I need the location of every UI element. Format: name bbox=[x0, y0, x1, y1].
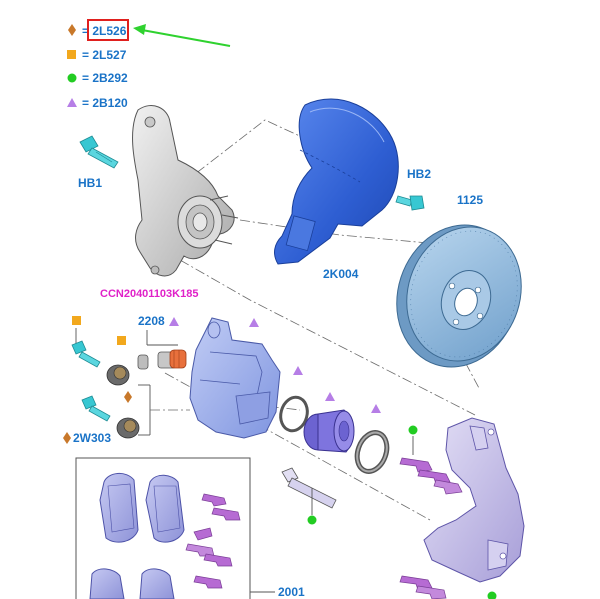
pad-clips bbox=[185, 493, 241, 589]
caliper-bolt-upper bbox=[71, 340, 101, 368]
pad-kit-box bbox=[75, 457, 275, 599]
legend-code[interactable]: = 2B120 bbox=[82, 96, 128, 110]
triangle-icon bbox=[371, 404, 381, 413]
brake-rotor bbox=[396, 224, 522, 368]
caliper-bolt-lower bbox=[81, 395, 111, 422]
rotor-label[interactable]: 1125 bbox=[457, 193, 483, 207]
bolt-kit-label[interactable]: 2W303 bbox=[73, 431, 111, 445]
square-icon bbox=[67, 50, 76, 59]
circle-icon bbox=[487, 591, 497, 599]
brake-pad-4 bbox=[139, 568, 175, 599]
hb2-label[interactable]: HB2 bbox=[407, 167, 431, 181]
legend-code[interactable]: = 2L526 bbox=[82, 24, 127, 38]
triangle-icon bbox=[67, 98, 77, 107]
legend-item-circle: = 2B292 bbox=[67, 71, 128, 85]
bushing-upper bbox=[106, 364, 130, 386]
diamond-icon bbox=[63, 432, 71, 444]
triangle-icon bbox=[325, 392, 335, 401]
highlight-box bbox=[87, 19, 129, 41]
legend-item-square: = 2L527 bbox=[67, 48, 127, 62]
hb1-label[interactable]: HB1 bbox=[78, 176, 102, 190]
guide-pin-boot bbox=[137, 349, 187, 370]
brake-pad-1 bbox=[99, 473, 139, 543]
legend-item-diamond: = 2L526 bbox=[68, 24, 127, 38]
guide-bolt bbox=[281, 467, 337, 509]
pointer-arrow bbox=[133, 24, 231, 47]
brake-pad-2 bbox=[145, 474, 185, 543]
brake-pad-3 bbox=[89, 568, 125, 599]
legend-code[interactable]: = 2L527 bbox=[82, 48, 127, 62]
diamond-icon bbox=[124, 391, 132, 403]
hb2-bolt bbox=[395, 195, 425, 211]
dust-seal bbox=[354, 430, 390, 474]
circle-icon bbox=[307, 515, 317, 525]
bushing-lower bbox=[116, 417, 140, 439]
triangle-icon bbox=[293, 366, 303, 375]
legend-item-triangle: = 2B120 bbox=[67, 96, 128, 110]
anti-rattle-clips-lower bbox=[399, 575, 447, 599]
square-icon bbox=[72, 316, 81, 325]
anti-rattle-clips-upper bbox=[399, 457, 463, 495]
triangle-icon bbox=[169, 317, 179, 326]
brake-caliper bbox=[189, 317, 281, 439]
circle-icon bbox=[67, 73, 77, 83]
circle-icon bbox=[408, 425, 418, 435]
pad-kit-label[interactable]: 2001 bbox=[278, 585, 305, 599]
steering-knuckle bbox=[132, 105, 239, 277]
legend: = 2L526 = 2L527 = 2B292 = 2B120 bbox=[67, 19, 231, 110]
o-ring bbox=[279, 395, 309, 433]
splash-shield bbox=[274, 98, 399, 265]
triangle-icon bbox=[249, 318, 259, 327]
diamond-icon bbox=[68, 24, 76, 36]
shield-label[interactable]: 2K004 bbox=[323, 267, 359, 281]
caliper-bracket bbox=[423, 417, 525, 583]
knuckle-code-label[interactable]: CCN20401103K185 bbox=[100, 288, 198, 300]
legend-code[interactable]: = 2B292 bbox=[82, 71, 128, 85]
caliper-piston bbox=[303, 409, 355, 453]
hb1-bolt bbox=[79, 135, 119, 169]
pin-kit-label[interactable]: 2208 bbox=[138, 314, 165, 328]
square-icon bbox=[117, 336, 126, 345]
